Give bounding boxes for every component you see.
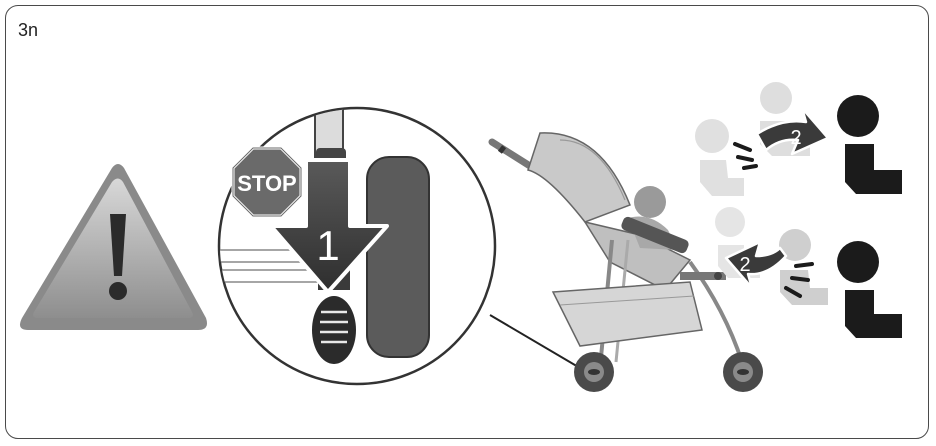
rotate-arrow-icon [724,240,814,298]
child-figure-icon [837,95,902,194]
brake-detail-circle [217,106,581,386]
child-figure-icon [837,241,902,338]
press-down-arrow-icon [269,158,389,294]
step-one-number: 1 [316,222,339,269]
stop-sign-text: STOP [237,171,297,196]
warning-triangle-icon [20,164,207,330]
step-two-number-top: 2 [790,127,801,149]
stroller-illustration [488,132,763,392]
step-label: 3n [18,20,39,40]
stop-sign-icon [231,146,303,218]
child-figure-ghost-top-left [695,119,744,196]
step-two-number-bottom: 2 [739,254,750,276]
rotate-arrow-icon [733,106,830,170]
